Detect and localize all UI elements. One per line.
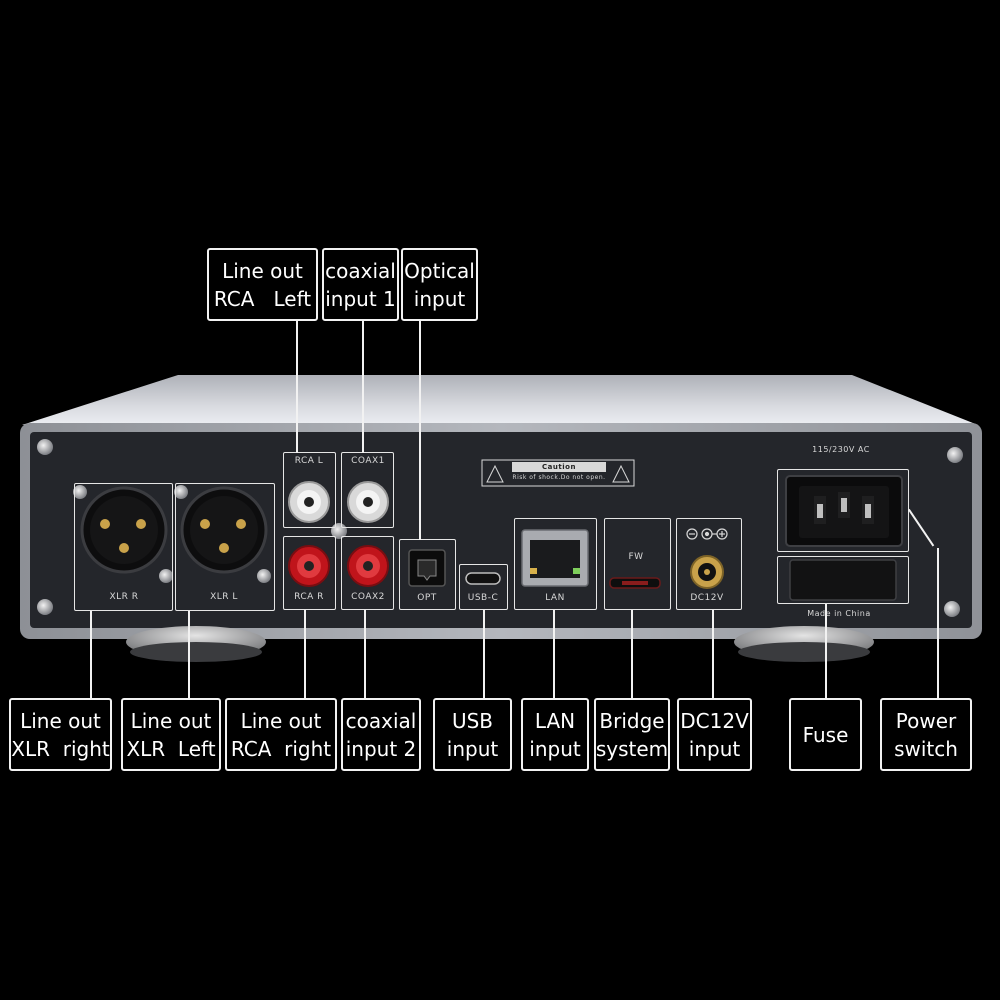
leader-optical bbox=[419, 320, 421, 540]
dc-polarity-icon bbox=[686, 528, 728, 540]
dc12v-jack bbox=[690, 555, 724, 589]
xlr-r-frame bbox=[74, 483, 173, 611]
voltage-label: 115/230V AC bbox=[812, 445, 870, 454]
coax2-label: COAX2 bbox=[351, 592, 385, 602]
callout-xlr-left: Line out XLR Left bbox=[121, 698, 221, 771]
callout-coaxial-2: coaxial input 2 bbox=[341, 698, 421, 771]
xlr-r-label: XLR R bbox=[109, 592, 139, 602]
fuse-frame bbox=[777, 556, 909, 604]
callout-rca-right: Line out RCA right bbox=[225, 698, 337, 771]
callout-optical: Optical input bbox=[401, 248, 478, 321]
rca-r-jack bbox=[288, 545, 330, 587]
callout-xlr-right: Line out XLR right bbox=[9, 698, 112, 771]
xlr-l-label: XLR L bbox=[210, 592, 238, 602]
callout-power: Power switch bbox=[880, 698, 972, 771]
usb-c-label: USB-C bbox=[467, 593, 499, 603]
callout-usb: USB input bbox=[433, 698, 512, 771]
coax1-frame bbox=[341, 452, 394, 528]
callout-fuse: Fuse bbox=[789, 698, 862, 771]
top-cover bbox=[22, 375, 978, 425]
leader-xlr-right bbox=[90, 611, 92, 699]
xlr-left-connector bbox=[180, 486, 268, 574]
dc12v-label: DC12V bbox=[690, 593, 724, 603]
callout-lan: LAN input bbox=[521, 698, 589, 771]
xlr-l-frame bbox=[175, 483, 275, 611]
callout-coaxial-1: coaxial input 1 bbox=[322, 248, 399, 321]
ac-inlet bbox=[785, 475, 903, 547]
rca-l-label: RCA L bbox=[294, 456, 324, 466]
caution-plate bbox=[481, 459, 635, 487]
caution-text: Risk of shock.Do not open. bbox=[512, 474, 606, 481]
callout-rca-left: Line out RCA Left bbox=[207, 248, 318, 321]
callout-dc12v: DC12V input bbox=[677, 698, 752, 771]
rca-r-frame bbox=[283, 536, 336, 610]
lan-label: LAN bbox=[545, 593, 565, 603]
leader-bridge bbox=[631, 610, 633, 699]
leader-coaxial-2 bbox=[364, 610, 366, 699]
dc12v-frame bbox=[676, 518, 742, 610]
opt-frame bbox=[399, 539, 456, 610]
rca-l-jack bbox=[288, 481, 330, 523]
leader-rca-right bbox=[304, 610, 306, 699]
usb-c-port bbox=[465, 572, 501, 585]
coax2-jack bbox=[347, 545, 389, 587]
fw-label: FW bbox=[628, 552, 644, 562]
caution-title: Caution bbox=[542, 463, 576, 471]
lan-port bbox=[521, 529, 589, 587]
leader-fuse bbox=[825, 604, 827, 699]
ac-inlet-frame bbox=[777, 469, 909, 552]
leader-xlr-left bbox=[188, 611, 190, 699]
usb-c-frame bbox=[459, 564, 508, 610]
xlr-right-connector bbox=[80, 486, 168, 574]
coax1-label: COAX1 bbox=[351, 456, 385, 466]
fw-slot bbox=[609, 577, 661, 589]
rca-l-frame bbox=[283, 452, 336, 528]
fw-frame bbox=[604, 518, 671, 610]
made-in-label: Made in China bbox=[807, 609, 871, 618]
optical-port bbox=[408, 549, 446, 587]
leader-usb bbox=[483, 610, 485, 699]
lan-frame bbox=[514, 518, 597, 610]
leader-lan bbox=[553, 610, 555, 699]
coax1-jack bbox=[347, 481, 389, 523]
fuse-drawer bbox=[789, 559, 897, 601]
opt-label: OPT bbox=[417, 593, 437, 603]
leader-power bbox=[937, 548, 939, 699]
rca-r-label: RCA R bbox=[294, 592, 324, 602]
panel-screws bbox=[37, 439, 963, 617]
leader-coaxial-1 bbox=[362, 320, 364, 453]
leader-dc12v bbox=[712, 610, 714, 699]
coax2-frame bbox=[341, 536, 394, 610]
leader-rca-left bbox=[296, 320, 298, 453]
callout-bridge: Bridge system bbox=[594, 698, 670, 771]
